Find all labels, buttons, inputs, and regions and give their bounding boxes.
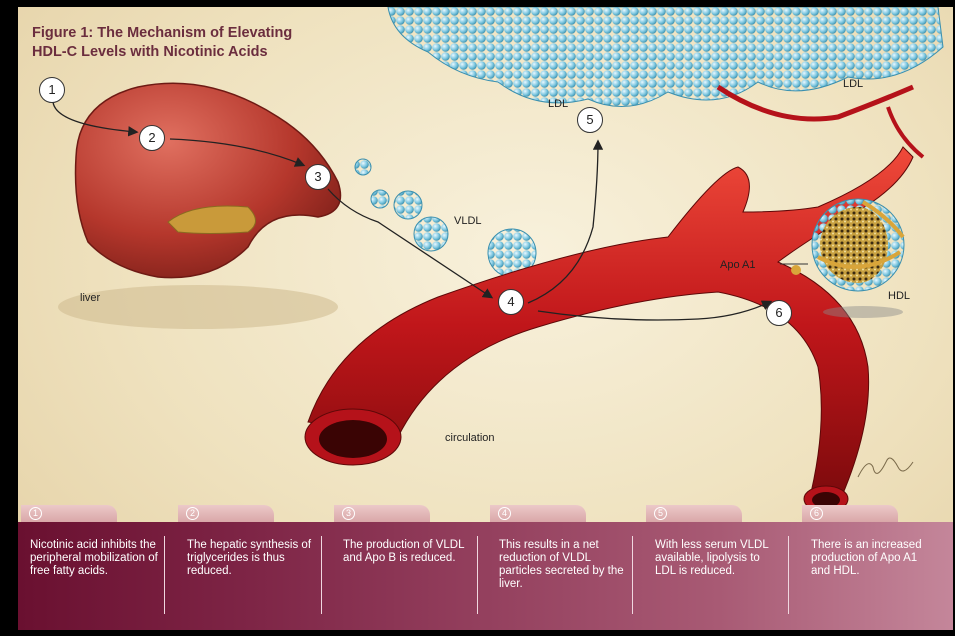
step-text: There is an increased production of Apo … bbox=[811, 539, 939, 578]
vldl-label: VLDL bbox=[454, 215, 482, 227]
divider bbox=[321, 536, 322, 614]
step-marker-4: 4 bbox=[498, 289, 524, 315]
step-tab: 4 bbox=[490, 505, 586, 522]
step-tab-number: 2 bbox=[186, 507, 199, 520]
step-tab: 3 bbox=[334, 505, 430, 522]
step-text: With less serum VLDL available, lipolysi… bbox=[655, 539, 783, 578]
step-tab: 1 bbox=[21, 505, 117, 522]
step-marker-3: 3 bbox=[305, 164, 331, 190]
step-tab-number: 3 bbox=[342, 507, 355, 520]
ldl-particles bbox=[388, 7, 943, 107]
step-marker-1: 1 bbox=[39, 77, 65, 103]
apo-a1-label: Apo A1 bbox=[720, 259, 755, 271]
divider bbox=[632, 536, 633, 614]
divider bbox=[164, 536, 165, 614]
liver-label: liver bbox=[80, 292, 100, 304]
step-text: The production of VLDL and Apo B is redu… bbox=[343, 539, 471, 565]
blood-vessel bbox=[305, 87, 923, 507]
divider bbox=[788, 536, 789, 614]
circulation-label: circulation bbox=[445, 432, 495, 444]
step-marker-2: 2 bbox=[139, 125, 165, 151]
step-text: Nicotinic acid inhibits the peripheral m… bbox=[30, 539, 158, 578]
figure-title-line1: Figure 1: The Mechanism of Elevating bbox=[32, 24, 362, 43]
artist-signature bbox=[858, 458, 913, 477]
figure-title-line2: HDL-C Levels with Nicotinic Acids bbox=[32, 43, 362, 62]
step-marker-5: 5 bbox=[577, 107, 603, 133]
divider bbox=[477, 536, 478, 614]
vldl-particles bbox=[355, 159, 536, 277]
step-tab-number: 5 bbox=[654, 507, 667, 520]
step-tab: 6 bbox=[802, 505, 898, 522]
step-tab: 2 bbox=[178, 505, 274, 522]
liver-organ bbox=[76, 83, 341, 277]
figure-title: Figure 1: The Mechanism of Elevating HDL… bbox=[32, 24, 362, 62]
step-tab-number: 1 bbox=[29, 507, 42, 520]
step-text: This results in a net reduction of VLDL … bbox=[499, 539, 627, 591]
step-tab-number: 4 bbox=[498, 507, 511, 520]
hdl-label: HDL bbox=[888, 290, 910, 302]
step-marker-6: 6 bbox=[766, 300, 792, 326]
figure-frame: Figure 1: The Mechanism of Elevating HDL… bbox=[18, 7, 953, 630]
step-tab-number: 6 bbox=[810, 507, 823, 520]
step-tab: 5 bbox=[646, 505, 742, 522]
steps-panel: 1 Nicotinic acid inhibits the peripheral… bbox=[18, 505, 953, 630]
ldl-label-top: LDL bbox=[548, 98, 568, 110]
step-text: The hepatic synthesis of triglycerides i… bbox=[187, 539, 315, 578]
ldl-label-right: LDL bbox=[843, 78, 863, 90]
